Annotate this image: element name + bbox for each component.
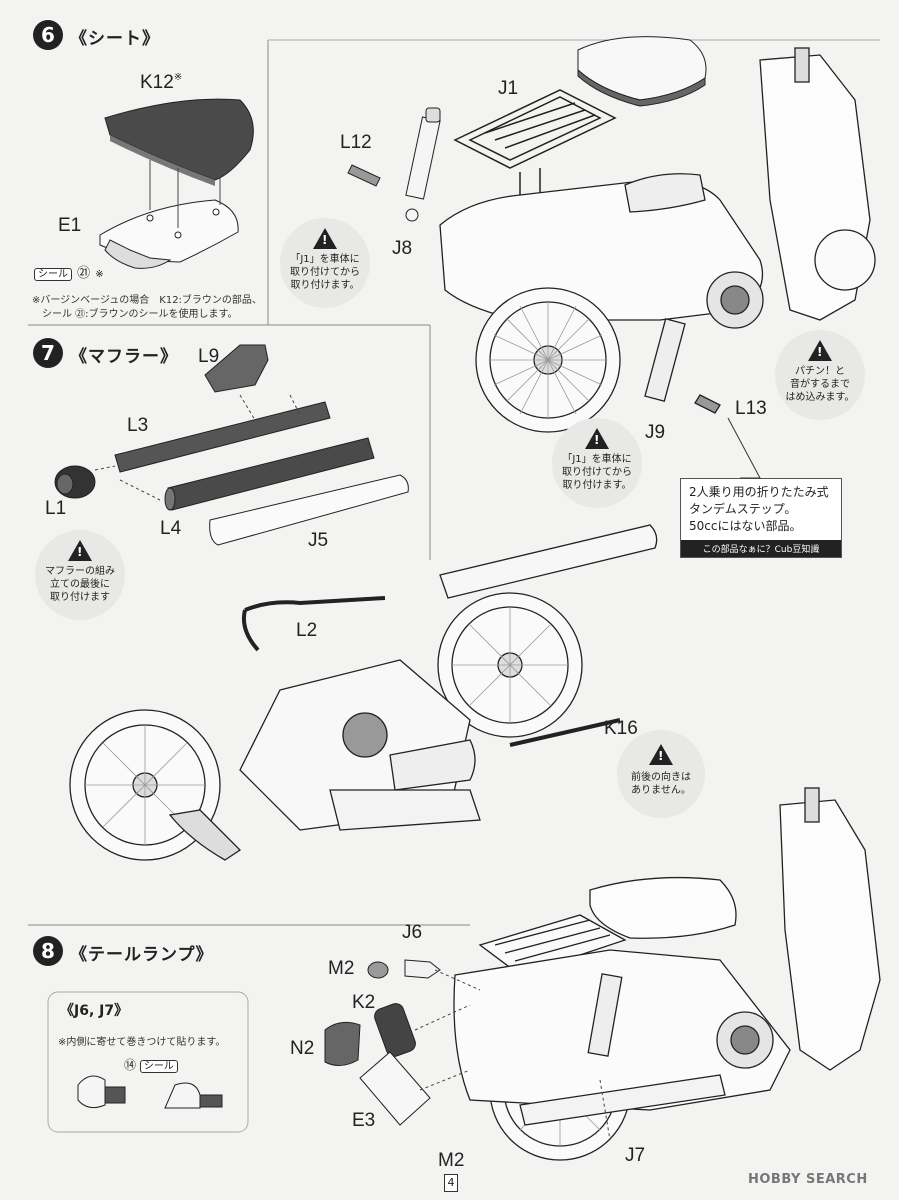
seat-top-illustration xyxy=(577,36,707,107)
shock-j8-illustration xyxy=(405,107,441,222)
cover-j5-illustration xyxy=(209,474,409,546)
step8-number: 8 xyxy=(33,936,63,966)
inset-title: 《J6, J7》 xyxy=(60,1003,129,1019)
part-label-j6: J6 xyxy=(402,922,423,943)
part-label-l1: L1 xyxy=(45,498,67,519)
inset-seal-number: ⑭ xyxy=(124,1058,137,1072)
motorcycle-top-illustration xyxy=(439,47,876,433)
warning-triangle-icon: ! xyxy=(808,340,832,361)
pipe-l4-illustration xyxy=(164,437,375,511)
part-label-l9: L9 xyxy=(198,346,220,367)
seal-tag: シール xyxy=(34,268,72,281)
caution-bubble-j8: ! 「J1」を車体に取り付けてから取り付けます。 xyxy=(280,218,370,308)
part-label-j5: J5 xyxy=(308,530,329,551)
inset-seal-ref: ⑭ シール xyxy=(124,1056,178,1073)
inset-lamp-illustration xyxy=(77,1075,223,1109)
warning-triangle-icon: ! xyxy=(649,744,673,765)
warning-triangle-icon: ! xyxy=(585,428,609,449)
part-label-e1: E1 xyxy=(58,215,82,236)
inset-seal-tag: シール xyxy=(139,1060,178,1073)
caution-bubble-l13: ! パチン！と音がするまではめ込みます。 xyxy=(775,330,865,420)
part-label-k12: K12※ xyxy=(140,72,183,93)
part-label-j1: J1 xyxy=(498,78,519,99)
part-label-j8: J8 xyxy=(392,238,413,259)
part-label-m2-bottom: M2 xyxy=(438,1150,465,1171)
lens-m2-illustration xyxy=(367,961,389,979)
part-label-j9: J9 xyxy=(645,422,666,443)
part-label-l4: L4 xyxy=(160,518,182,539)
trivia-footer: この部品なぁに？Cub豆知識 xyxy=(681,540,841,557)
bracket-l9-illustration xyxy=(204,344,269,393)
part-label-l13: L13 xyxy=(735,398,767,419)
cap-l1-illustration xyxy=(54,465,96,499)
part-label-j7: J7 xyxy=(625,1145,646,1166)
inset-note: ※内側に寄せて巻きつけて貼ります。 xyxy=(58,1037,226,1048)
motorcycle-bottom-illustration xyxy=(453,787,881,1161)
step6-footnote: ※バージンベージュの場合 K12:ブラウンの部品、 シール ㉑:ブラウンのシール… xyxy=(32,295,262,320)
step6-number: 6 xyxy=(33,20,63,50)
spring-l12-illustration xyxy=(347,164,381,187)
part-label-e3: E3 xyxy=(352,1110,376,1131)
lamp-n2-illustration xyxy=(324,1021,361,1066)
part-label-k2: K2 xyxy=(352,992,376,1013)
watermark: HOBBY SEARCH xyxy=(748,1172,868,1187)
page-number: 4 xyxy=(444,1174,458,1192)
caution-bubble-j9: ! 「J1」を車体に取り付けてから取り付けます。 xyxy=(552,418,642,508)
plate-e3-illustration xyxy=(359,1051,431,1126)
rack-j1-illustration xyxy=(453,89,617,200)
lamp-k2-illustration xyxy=(374,1003,416,1057)
seat-k12-illustration xyxy=(104,98,254,186)
motorcycle-middle-illustration xyxy=(69,524,658,861)
warning-triangle-icon: ! xyxy=(68,540,92,561)
part-label-l3: L3 xyxy=(127,415,149,436)
caution-bubble-k16: ! 前後の向きはありません。 xyxy=(617,730,705,818)
seat-base-e1-illustration xyxy=(99,199,239,269)
step7-title: 《マフラー》 xyxy=(70,347,178,367)
seal-mark: ※ xyxy=(95,269,104,280)
seal-ref: シール ㉑ ※ xyxy=(34,262,104,281)
part-label-l12: L12 xyxy=(340,132,372,153)
pipe-l3-illustration xyxy=(114,401,331,473)
step6-title: 《シート》 xyxy=(70,29,160,49)
seal-number: ㉑ xyxy=(77,266,91,281)
trivia-box: 2人乗り用の折りたたみ式 タンデムステップ。 50ccにはない部品。 この部品な… xyxy=(680,478,842,558)
warning-triangle-icon: ! xyxy=(313,228,337,249)
bulb-j6-illustration xyxy=(404,959,441,979)
step7-number: 7 xyxy=(33,338,63,368)
part-label-k16: K16 xyxy=(604,718,638,739)
caution-bubble-muffler: ! マフラーの組み立ての最後に取り付けます xyxy=(35,530,125,620)
step8-title: 《テールランプ》 xyxy=(70,945,214,965)
part-label-m2: M2 xyxy=(328,958,355,979)
part-label-l2: L2 xyxy=(296,620,318,641)
part-label-n2: N2 xyxy=(290,1038,315,1059)
